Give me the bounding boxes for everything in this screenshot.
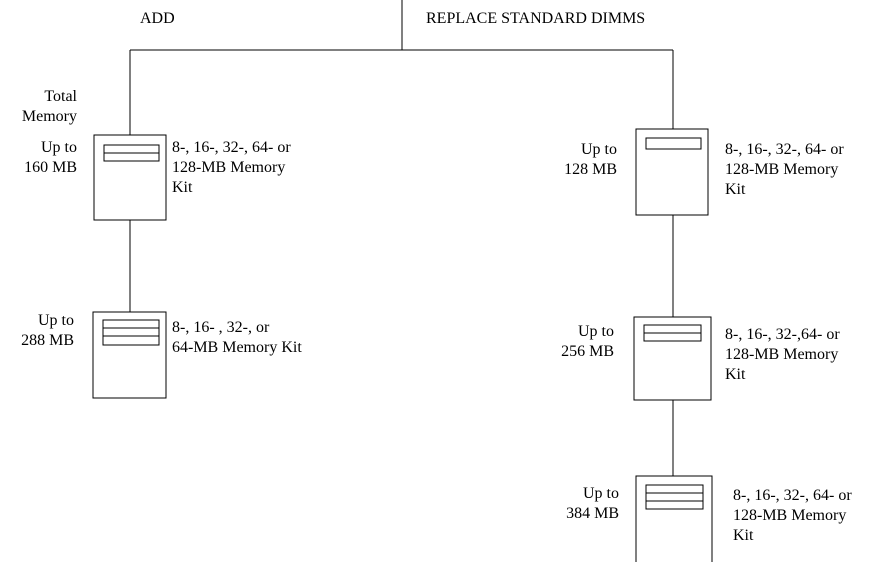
replace-kit-2: 8-, 16-, 32-,64- or 128-MB Memory Kit xyxy=(725,326,840,383)
replace-total-2: Up to 256 MB xyxy=(561,323,614,360)
replace-total-1: Up to 128 MB xyxy=(564,141,617,178)
add-header: ADD xyxy=(140,10,175,27)
replace-header: REPLACE STANDARD DIMMS xyxy=(426,10,646,27)
unit-box-replace-1 xyxy=(635,128,709,216)
unit-box-add-2 xyxy=(92,311,167,399)
add-kit-2: 8-, 16- , 32-, or 64-MB Memory Kit xyxy=(172,319,302,356)
unit-box-add-1 xyxy=(93,134,167,221)
add-total-2: Up to 288 MB xyxy=(21,312,74,349)
unit-box-replace-2 xyxy=(633,316,712,401)
add-total-1: Up to 160 MB xyxy=(24,139,77,176)
add-kit-1: 8-, 16-, 32-, 64- or 128-MB Memory Kit xyxy=(172,139,291,196)
replace-kit-1: 8-, 16-, 32-, 64- or 128-MB Memory Kit xyxy=(725,141,844,198)
replace-kit-3: 8-, 16-, 32-, 64- or 128-MB Memory Kit xyxy=(733,487,852,544)
replace-total-3: Up to 384 MB xyxy=(566,485,619,522)
unit-box-replace-3 xyxy=(635,475,713,562)
total-memory-label: Total Memory xyxy=(21,88,77,125)
